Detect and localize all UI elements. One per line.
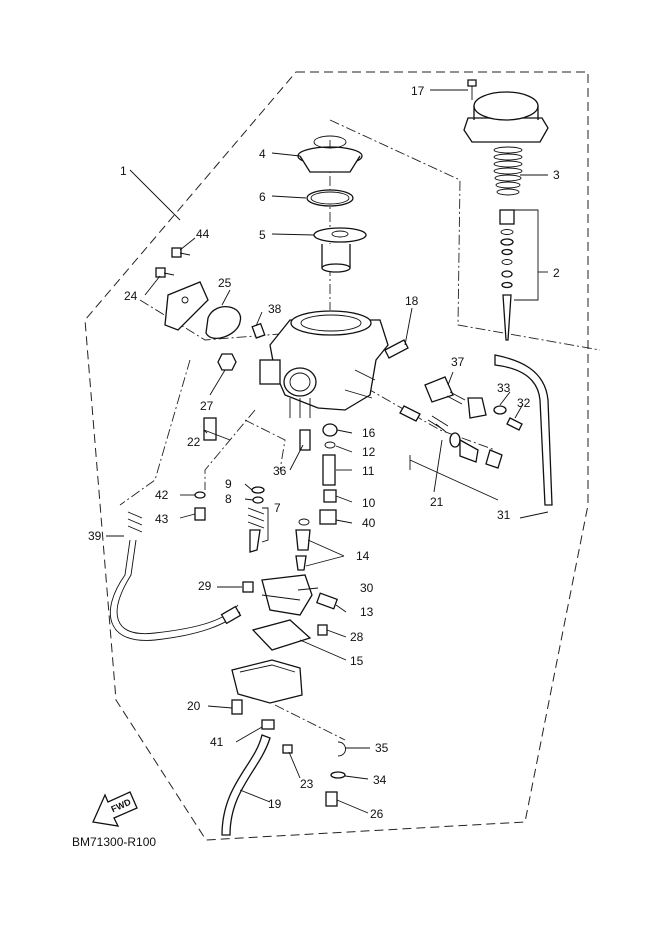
throttle-cable bbox=[110, 491, 242, 641]
callout-42: 42 bbox=[155, 488, 169, 502]
callout-12: 12 bbox=[362, 445, 376, 459]
callout-28: 28 bbox=[350, 630, 364, 644]
callout-18: 18 bbox=[405, 294, 419, 308]
callout-34: 34 bbox=[373, 773, 387, 787]
drain-parts bbox=[325, 741, 346, 807]
screw-28 bbox=[317, 624, 328, 636]
callout-30: 30 bbox=[360, 581, 374, 595]
callout-38: 38 bbox=[268, 302, 282, 316]
callout-labels: 1 2 3 4 5 6 7 8 9 10 11 12 13 14 15 16 1… bbox=[88, 84, 560, 821]
leader-chain bbox=[119, 359, 191, 506]
plug-38 bbox=[251, 322, 266, 339]
callout-44: 44 bbox=[196, 227, 210, 241]
screw-18 bbox=[384, 339, 409, 359]
callout-16: 16 bbox=[362, 426, 376, 440]
leader-chain bbox=[274, 704, 346, 741]
jets-and-tubes bbox=[203, 417, 338, 525]
callout-19: 19 bbox=[268, 797, 282, 811]
callout-37: 37 bbox=[451, 355, 465, 369]
callout-3: 3 bbox=[553, 168, 560, 182]
callout-1: 1 bbox=[120, 164, 127, 178]
callout-13: 13 bbox=[360, 605, 374, 619]
callout-8: 8 bbox=[225, 492, 232, 506]
top-cover bbox=[463, 79, 549, 143]
callout-4: 4 bbox=[259, 147, 266, 161]
callout-15: 15 bbox=[350, 654, 364, 668]
leader-chain bbox=[329, 119, 601, 351]
leader-chain bbox=[204, 409, 256, 490]
needle-valve bbox=[295, 518, 311, 571]
assembly-boundary bbox=[84, 71, 589, 841]
right-side-parts bbox=[399, 354, 553, 506]
leader-chain bbox=[244, 419, 286, 471]
callout-7: 7 bbox=[274, 501, 281, 515]
o-ring bbox=[306, 189, 354, 207]
callout-5: 5 bbox=[259, 228, 266, 242]
callout-27: 27 bbox=[200, 399, 214, 413]
diaphragm bbox=[297, 135, 363, 173]
leader-chain bbox=[139, 299, 331, 341]
float-bowl-gasket bbox=[251, 619, 312, 651]
callout-39: 39 bbox=[88, 529, 102, 543]
callout-21: 21 bbox=[430, 495, 444, 509]
callout-31: 31 bbox=[497, 508, 511, 522]
callout-9: 9 bbox=[225, 477, 232, 491]
jet-needle-set bbox=[499, 209, 539, 341]
carburetor-body bbox=[259, 310, 389, 418]
diagram-code: BM71300-R100 bbox=[72, 835, 156, 849]
float-assembly bbox=[242, 574, 339, 616]
o-ring-inner bbox=[310, 191, 350, 205]
callout-26: 26 bbox=[370, 807, 384, 821]
spring bbox=[493, 146, 523, 196]
callout-24: 24 bbox=[124, 289, 138, 303]
callout-11: 11 bbox=[362, 464, 375, 478]
callout-35: 35 bbox=[375, 741, 389, 755]
callout-6: 6 bbox=[259, 190, 266, 204]
callout-25: 25 bbox=[218, 276, 232, 290]
callout-43: 43 bbox=[155, 512, 169, 526]
piston-valve bbox=[313, 227, 367, 273]
pilot-screw-set bbox=[247, 486, 265, 553]
callout-29: 29 bbox=[198, 579, 212, 593]
callout-2: 2 bbox=[553, 266, 560, 280]
nut-27 bbox=[217, 353, 237, 371]
callout-33: 33 bbox=[497, 381, 511, 395]
callout-17: 17 bbox=[411, 84, 425, 98]
callout-22: 22 bbox=[187, 435, 201, 449]
drain-hose bbox=[221, 734, 271, 836]
callout-41: 41 bbox=[210, 735, 224, 749]
callout-36: 36 bbox=[273, 464, 287, 478]
cover-and-gasket bbox=[155, 247, 242, 339]
callout-40: 40 bbox=[362, 516, 376, 530]
float-bowl bbox=[231, 659, 303, 754]
callout-14: 14 bbox=[356, 549, 370, 563]
callout-10: 10 bbox=[362, 496, 376, 510]
callout-20: 20 bbox=[187, 699, 201, 713]
callout-23: 23 bbox=[300, 777, 314, 791]
fwd-arrow-icon: FWD bbox=[92, 791, 138, 827]
leader-lines bbox=[106, 89, 549, 814]
callout-32: 32 bbox=[517, 396, 531, 410]
